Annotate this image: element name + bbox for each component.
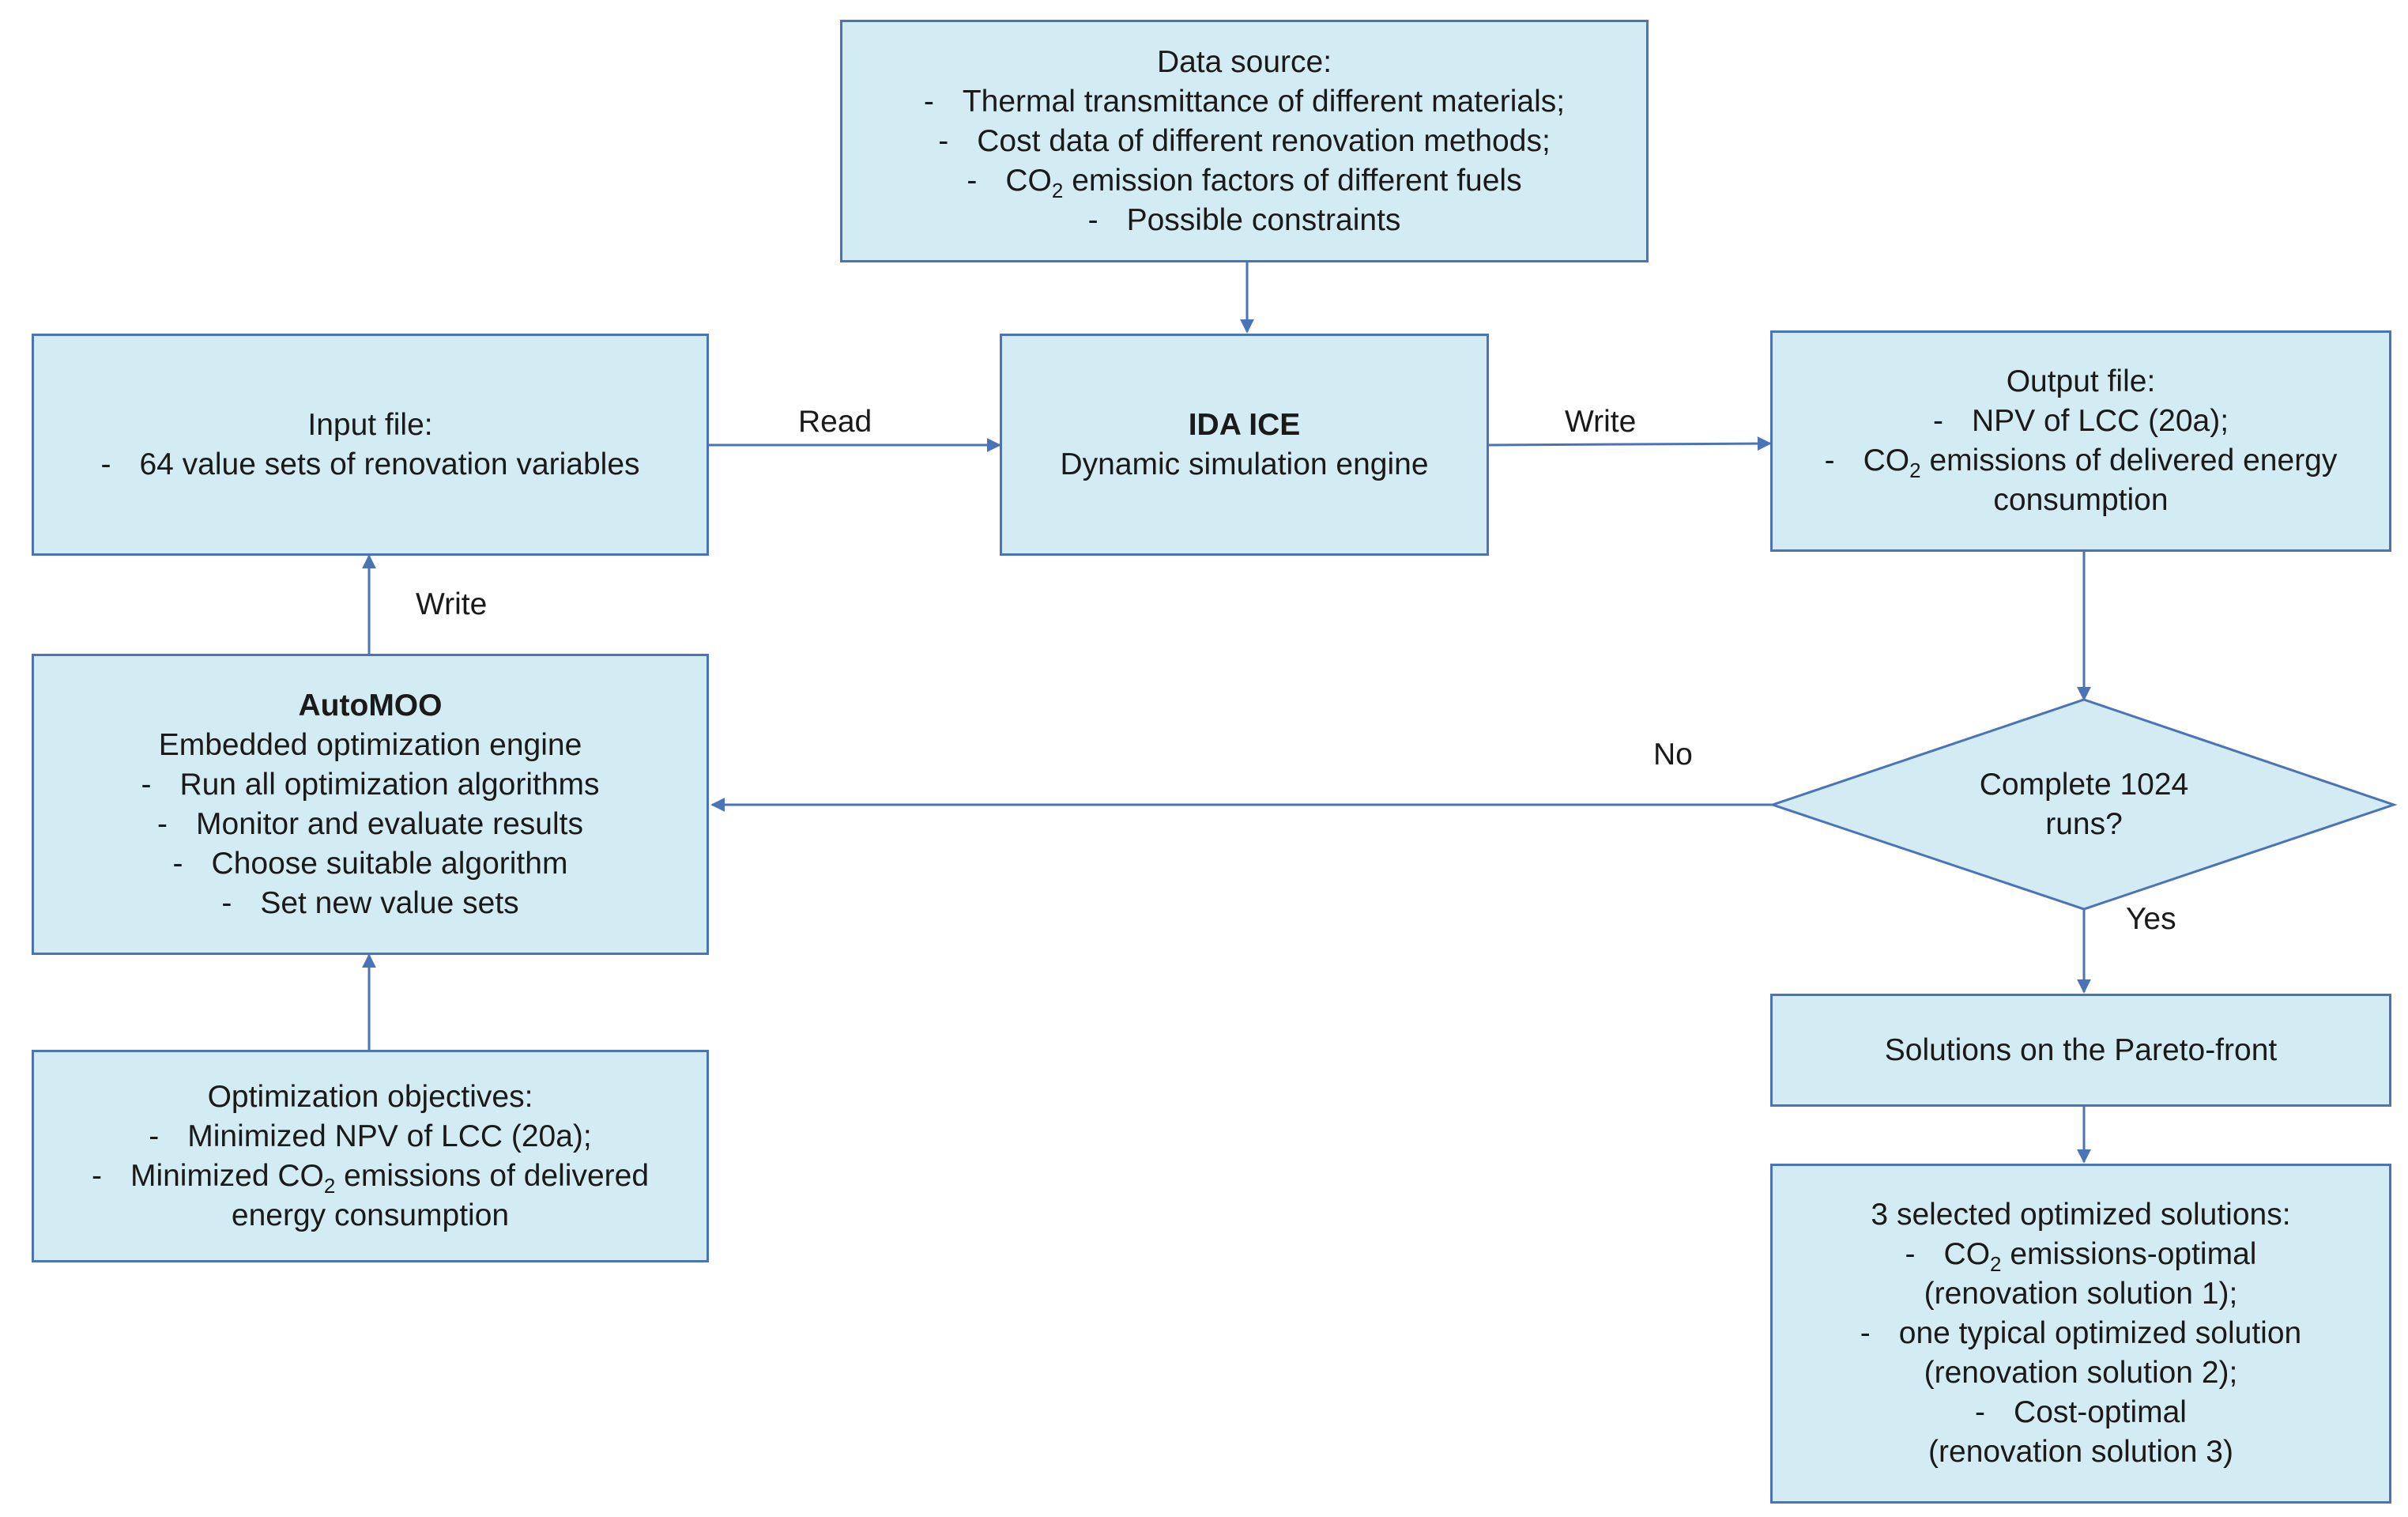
ida-ice-title: IDA ICE bbox=[1188, 407, 1301, 442]
automoo-item: -Set new value sets bbox=[221, 885, 519, 920]
selected-item: -CO2 emissions-optimal bbox=[1905, 1237, 2257, 1276]
automoo-item: -Monitor and evaluate results bbox=[157, 806, 583, 841]
selected-item: -Cost-optimal bbox=[1975, 1395, 2187, 1429]
output-file-item: -NPV of LCC (20a); bbox=[1932, 404, 2229, 438]
decision-line2: runs? bbox=[2045, 807, 2123, 841]
selected-item: -one typical optimized solution bbox=[1860, 1316, 2302, 1350]
selected-item-cont: (renovation solution 3) bbox=[1928, 1435, 2233, 1469]
automoo-subtitle: Embedded optimization engine bbox=[158, 727, 582, 762]
input-file-box: Input file: -64 value sets of renovation… bbox=[32, 334, 709, 556]
automoo-title: AutoMOO bbox=[298, 688, 443, 723]
data-source-title: Data source: bbox=[1156, 44, 1332, 79]
selected-box: 3 selected optimized solutions: -CO2 emi… bbox=[1770, 1164, 2391, 1504]
edge-label-write-input: Write bbox=[416, 587, 488, 621]
objectives-title: Optimization objectives: bbox=[207, 1079, 533, 1114]
pareto-title: Solutions on the Pareto-front bbox=[1884, 1032, 2278, 1067]
ida-ice-subtitle: Dynamic simulation engine bbox=[1060, 447, 1429, 481]
edge-label-read: Read bbox=[798, 405, 872, 439]
decision-diamond bbox=[1769, 698, 2398, 911]
edge-label-no: No bbox=[1653, 738, 1693, 772]
automoo-box: AutoMOO Embedded optimization engine -Ru… bbox=[32, 654, 709, 955]
decision-text: Complete 1024 runs? bbox=[1926, 765, 2242, 844]
data-source-box: Data source: -Thermal transmittance of d… bbox=[840, 20, 1649, 262]
data-source-item: -Thermal transmittance of different mate… bbox=[923, 84, 1566, 119]
automoo-item: -Choose suitable algorithm bbox=[172, 846, 568, 881]
input-file-title: Input file: bbox=[307, 407, 433, 442]
objectives-item: -Minimized CO2 emissions of delivered bbox=[91, 1158, 650, 1198]
objectives-item-cont: energy consumption bbox=[231, 1198, 510, 1232]
data-source-item: -Cost data of different renovation metho… bbox=[938, 123, 1551, 158]
arrow-idaice-to-output bbox=[1488, 436, 1772, 451]
ida-ice-box: IDA ICE Dynamic simulation engine bbox=[1000, 334, 1489, 556]
edge-label-write-output: Write bbox=[1565, 405, 1637, 439]
output-file-title: Output file: bbox=[2006, 364, 2156, 398]
selected-item-cont: (renovation solution 1); bbox=[1924, 1277, 2238, 1311]
output-file-box: Output file: -NPV of LCC (20a); -CO2 emi… bbox=[1770, 330, 2391, 552]
automoo-item: -Run all optimization algorithms bbox=[141, 767, 600, 802]
selected-title: 3 selected optimized solutions: bbox=[1871, 1198, 2291, 1232]
selected-item-cont: (renovation solution 2); bbox=[1924, 1356, 2238, 1390]
data-source-item: -CO2 emission factors of different fuels bbox=[967, 163, 1522, 202]
objectives-item: -Minimized NPV of LCC (20a); bbox=[149, 1119, 592, 1153]
pareto-box: Solutions on the Pareto-front bbox=[1770, 994, 2391, 1107]
edge-label-yes: Yes bbox=[2126, 902, 2176, 936]
decision-line1: Complete 1024 bbox=[1979, 768, 2189, 802]
output-file-item: -CO2 emissions of delivered energy bbox=[1824, 443, 2338, 482]
objectives-box: Optimization objectives: -Minimized NPV … bbox=[32, 1050, 709, 1262]
input-file-item: -64 value sets of renovation variables bbox=[100, 447, 640, 481]
output-file-item-cont: consumption bbox=[1993, 483, 2169, 517]
data-source-item: -Possible constraints bbox=[1087, 202, 1401, 237]
